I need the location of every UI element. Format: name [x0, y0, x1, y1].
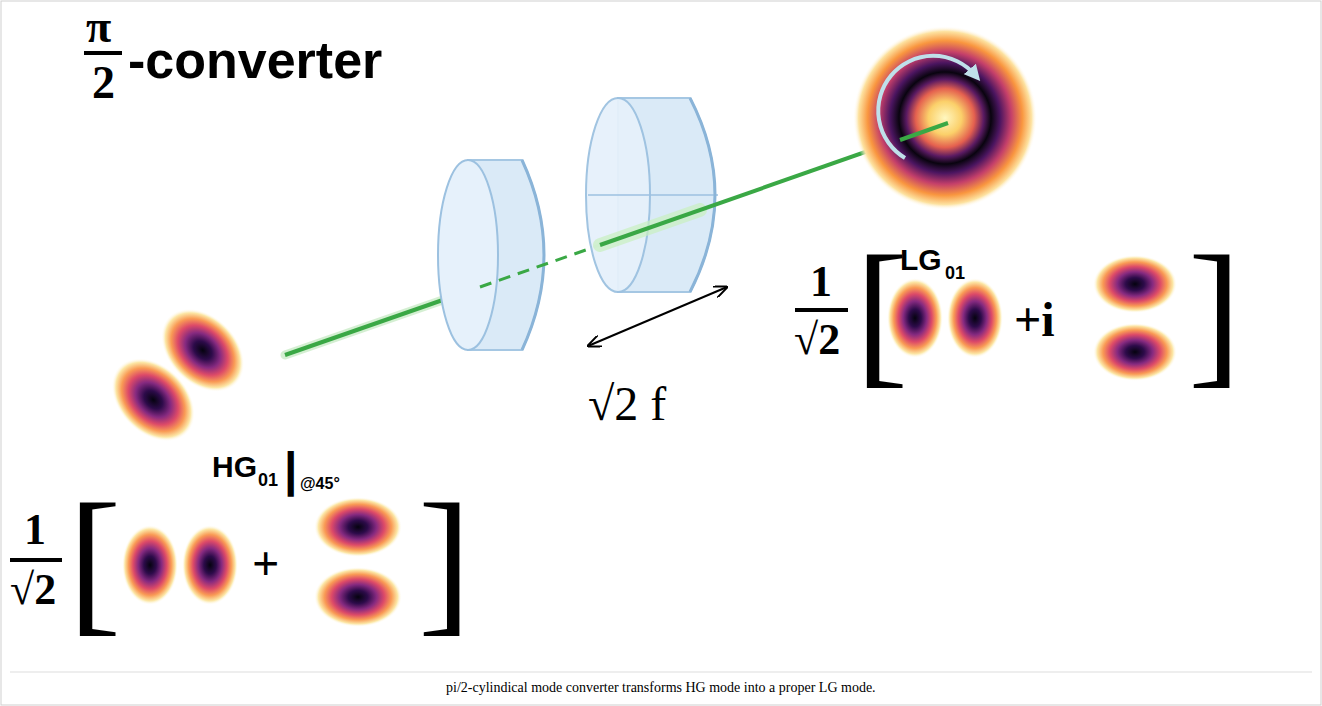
mode-index: 01: [945, 264, 965, 282]
fraction-part: 1: [24, 508, 46, 552]
cylindrical-lens: [586, 98, 718, 292]
operator: +i: [1014, 296, 1055, 344]
bracket: ]: [418, 480, 471, 640]
bracket: [: [855, 232, 908, 392]
operator: +: [252, 540, 279, 588]
cylindrical-lens: [438, 160, 544, 350]
figure-caption: pi/2-cylindical mode converter transform…: [446, 680, 876, 696]
mode-index: 01: [258, 471, 278, 489]
bracket: [: [68, 480, 121, 640]
fraction-part: 2: [92, 60, 115, 106]
bracket: ]: [1188, 232, 1241, 392]
title-text: -converter: [128, 34, 382, 86]
fraction-part: √2: [10, 568, 56, 612]
mode-name: HG: [212, 452, 257, 482]
evaluation-bar: |: [284, 446, 297, 494]
fraction-part: π: [86, 4, 111, 50]
fraction-part: √2: [794, 318, 840, 362]
distance-label: √2 f: [588, 380, 666, 428]
angle-label: @45°: [300, 476, 340, 492]
fraction-part: 1: [810, 260, 832, 304]
